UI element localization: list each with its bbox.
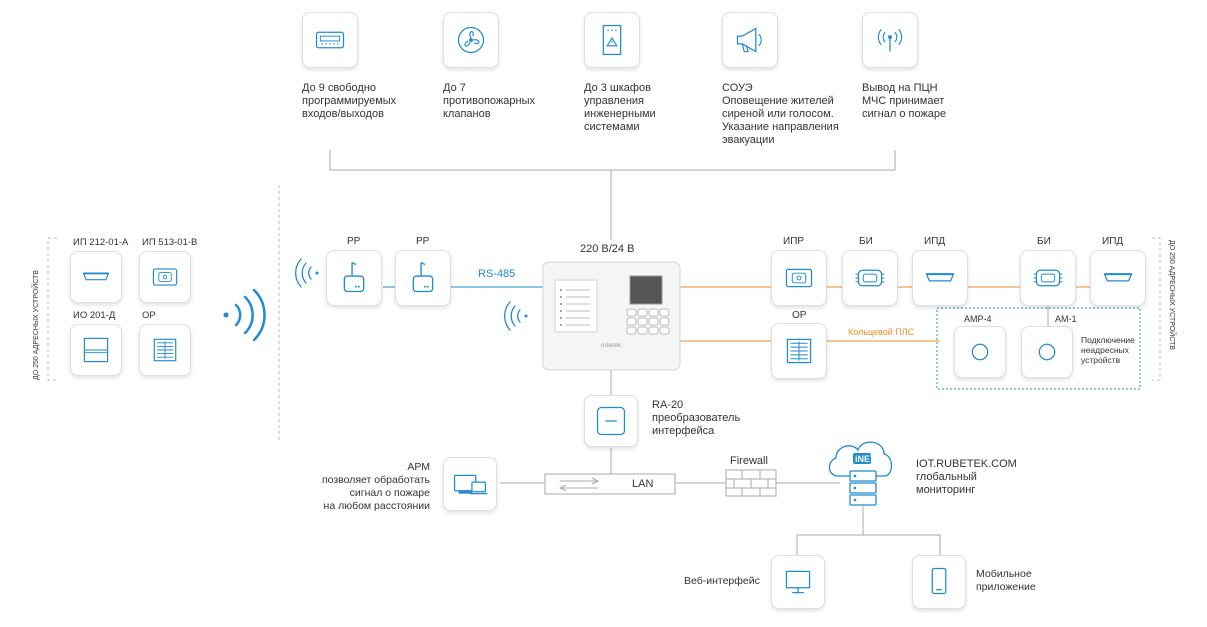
left-group-side-label: ДО 250 АДРЕСНЫХ УСТРОЙСТВ — [33, 270, 40, 380]
amp-module[interactable] — [954, 326, 1006, 378]
rs485-label: RS-485 — [478, 268, 516, 280]
op-right-label: ОР — [792, 310, 807, 321]
relay-icon — [412, 261, 434, 293]
left-device-2-label: ИП 513-01-В — [142, 237, 198, 248]
panel-icon — [315, 31, 345, 49]
arm-device[interactable] — [443, 457, 497, 511]
firewall-label: Firewall — [730, 455, 768, 467]
right-device-5[interactable] — [1090, 250, 1146, 306]
right-device-1-label: ИПР — [783, 236, 805, 247]
right-device-2-label: БИ — [859, 236, 873, 247]
phone-icon — [931, 567, 947, 595]
controller-brand: rubetek — [601, 343, 622, 349]
computer-icon — [453, 474, 488, 495]
wireless-small-icon-1 — [295, 258, 319, 288]
feature-5-text: Вывод на ПЦН МЧС принимает сигнал о пожа… — [862, 82, 947, 120]
monitor-icon — [785, 570, 811, 594]
am-module[interactable] — [1021, 326, 1073, 378]
lan-bar — [544, 473, 676, 495]
lan-label: LAN — [632, 478, 654, 490]
antenna-icon — [877, 29, 903, 52]
relay-2[interactable] — [395, 250, 451, 306]
left-device-4-label: ОР — [142, 310, 156, 321]
left-device-2[interactable] — [139, 251, 191, 303]
relay-1[interactable] — [326, 250, 382, 306]
feature-3-text: До 3 шкафов управления инженерными систе… — [584, 82, 656, 133]
siren-panel-icon — [786, 338, 812, 364]
right-device-3-label: ИПД — [924, 236, 946, 247]
relay-icon — [343, 261, 365, 293]
cloud-bracket — [796, 534, 941, 555]
relay-2-label: РР — [416, 236, 430, 247]
right-group-side-label: ДО 250 АДРЕСНЫХ УСТРОЙСТВ — [1168, 240, 1175, 350]
smoke-detector-icon — [925, 273, 955, 282]
arm-text: АРМ позволяет обработать сигнал о пожаре… — [321, 461, 430, 512]
feature-2-tile[interactable] — [443, 12, 499, 68]
right-device-3[interactable] — [912, 250, 968, 306]
converter-icon — [596, 406, 626, 436]
iot-text: IOT.RUBETEK.COM глобальный мониторинг — [916, 458, 1017, 496]
right-device-2[interactable] — [842, 250, 898, 306]
inet-label: iNET — [855, 454, 876, 464]
right-device-1[interactable] — [771, 250, 827, 306]
left-device-4[interactable] — [139, 324, 191, 376]
converter-text: RA-20 преобразователь интерфейса — [652, 399, 741, 437]
controller-panel — [542, 261, 681, 371]
mobile-label: Мобильное приложение — [976, 568, 1036, 593]
module-icon — [971, 343, 989, 361]
left-group-bracket — [47, 237, 57, 381]
op-right-device[interactable] — [771, 323, 827, 379]
amp-label: АМР-4 — [964, 314, 992, 324]
web-interface-device[interactable] — [771, 555, 825, 609]
isolator-icon — [855, 269, 885, 287]
wireless-small-icon-2 — [504, 301, 528, 331]
isolator-icon — [1033, 269, 1063, 287]
feature-4-text: СОУЭ Оповещение жителей сиреной или голо… — [722, 82, 839, 146]
left-device-3[interactable] — [70, 324, 122, 376]
feature-2-text: До 7 противопожарных клапанов — [443, 82, 535, 120]
am-label: АМ-1 — [1055, 314, 1077, 324]
smoke-detector-icon — [82, 272, 110, 281]
right-device-5-label: ИПД — [1102, 236, 1124, 247]
cloud-icon — [828, 441, 893, 477]
call-point-icon — [785, 268, 813, 288]
siren-panel-icon — [153, 338, 177, 362]
web-label: Веб-интерфейс — [684, 575, 760, 587]
feature-3-tile[interactable] — [584, 12, 640, 68]
cabinet-icon — [602, 24, 622, 56]
converter-device[interactable] — [584, 395, 638, 447]
fan-icon — [457, 26, 485, 54]
feature-1-tile[interactable] — [302, 12, 358, 68]
feature-1-text: До 9 свободно программируемых входов/вых… — [302, 82, 397, 120]
mobile-app-device[interactable] — [912, 555, 966, 609]
left-device-1-label: ИП 212-01-А — [73, 237, 129, 248]
feature-5-tile[interactable] — [862, 12, 918, 68]
module-icon — [1038, 343, 1056, 361]
ring-label: Кольцевой ПЛС — [848, 327, 915, 337]
feature-4-tile[interactable] — [722, 12, 778, 68]
door-sensor-icon — [83, 337, 109, 363]
right-group-bracket — [1152, 237, 1161, 381]
non-address-label: Подключение неадресных устройств — [1081, 335, 1135, 365]
relay-1-label: РР — [347, 236, 361, 247]
power-label: 220 В/24 В — [580, 243, 635, 255]
smoke-detector-icon — [1103, 273, 1133, 282]
loudspeaker-icon — [736, 27, 762, 53]
module-box — [936, 307, 1141, 390]
call-point-icon — [152, 268, 178, 286]
wireless-icon — [223, 288, 266, 342]
right-device-4-label: БИ — [1037, 236, 1051, 247]
left-device-3-label: ИО 201-Д — [73, 310, 116, 321]
right-device-4[interactable] — [1020, 250, 1076, 306]
feature-bracket — [329, 150, 896, 171]
left-device-1[interactable] — [70, 251, 122, 303]
firewall-icon — [725, 469, 777, 497]
